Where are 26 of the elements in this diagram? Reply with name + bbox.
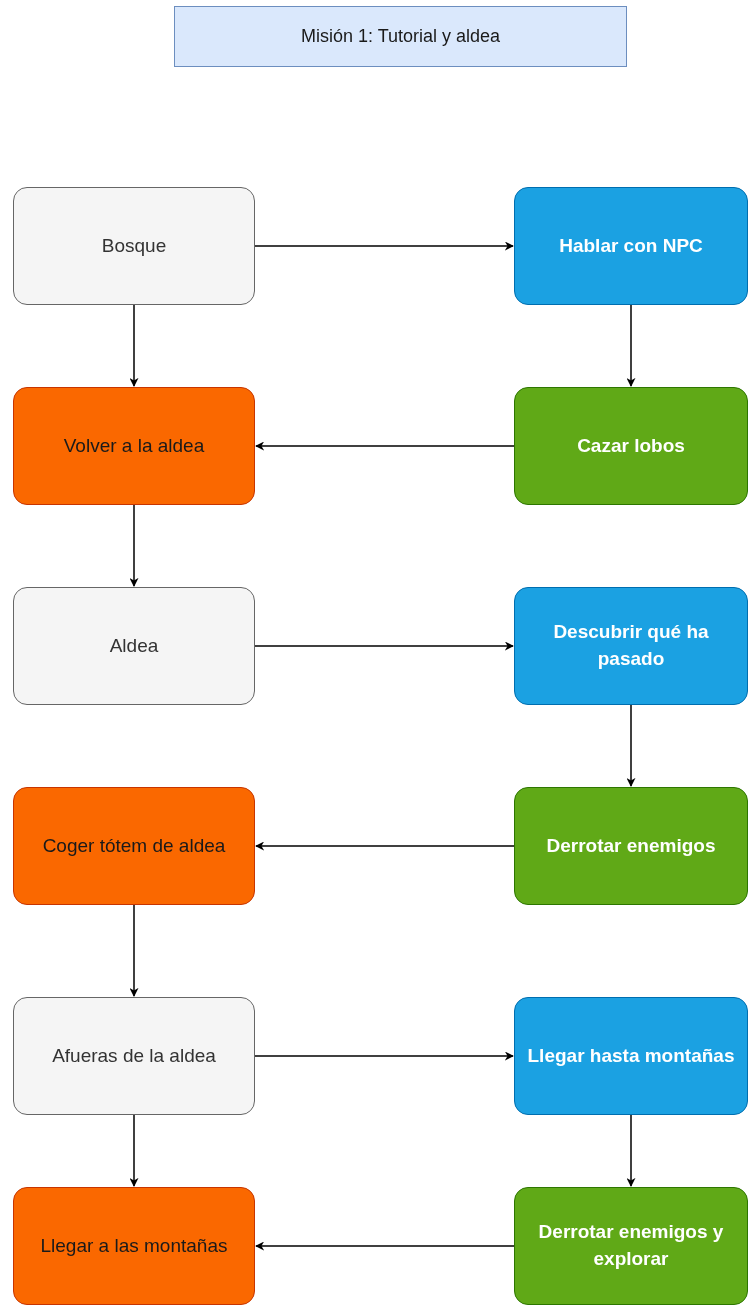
arrow — [129, 1114, 139, 1187]
task-box: Descubrir qué ha pasado — [514, 587, 748, 705]
arrow — [254, 641, 514, 651]
arrow — [626, 1114, 636, 1187]
step-box: Llegar a las montañas — [13, 1187, 255, 1305]
arrow — [129, 504, 139, 587]
arrow — [129, 904, 139, 997]
arrow — [255, 441, 515, 451]
arrow — [626, 704, 636, 787]
arrow — [255, 1241, 515, 1251]
arrow — [254, 241, 514, 251]
task-box: Hablar con NPC — [514, 187, 748, 305]
arrow — [254, 1051, 514, 1061]
arrow — [626, 304, 636, 387]
task-box: Llegar hasta montañas — [514, 997, 748, 1115]
step-box: Coger tótem de aldea — [13, 787, 255, 905]
action-box: Derrotar enemigos y explorar — [514, 1187, 748, 1305]
step-box: Volver a la aldea — [13, 387, 255, 505]
arrow — [129, 304, 139, 387]
title-box: Misión 1: Tutorial y aldea — [174, 6, 627, 67]
action-box: Cazar lobos — [514, 387, 748, 505]
location-box: Afueras de la aldea — [13, 997, 255, 1115]
action-box: Derrotar enemigos — [514, 787, 748, 905]
location-box: Aldea — [13, 587, 255, 705]
location-box: Bosque — [13, 187, 255, 305]
arrow — [255, 841, 515, 851]
